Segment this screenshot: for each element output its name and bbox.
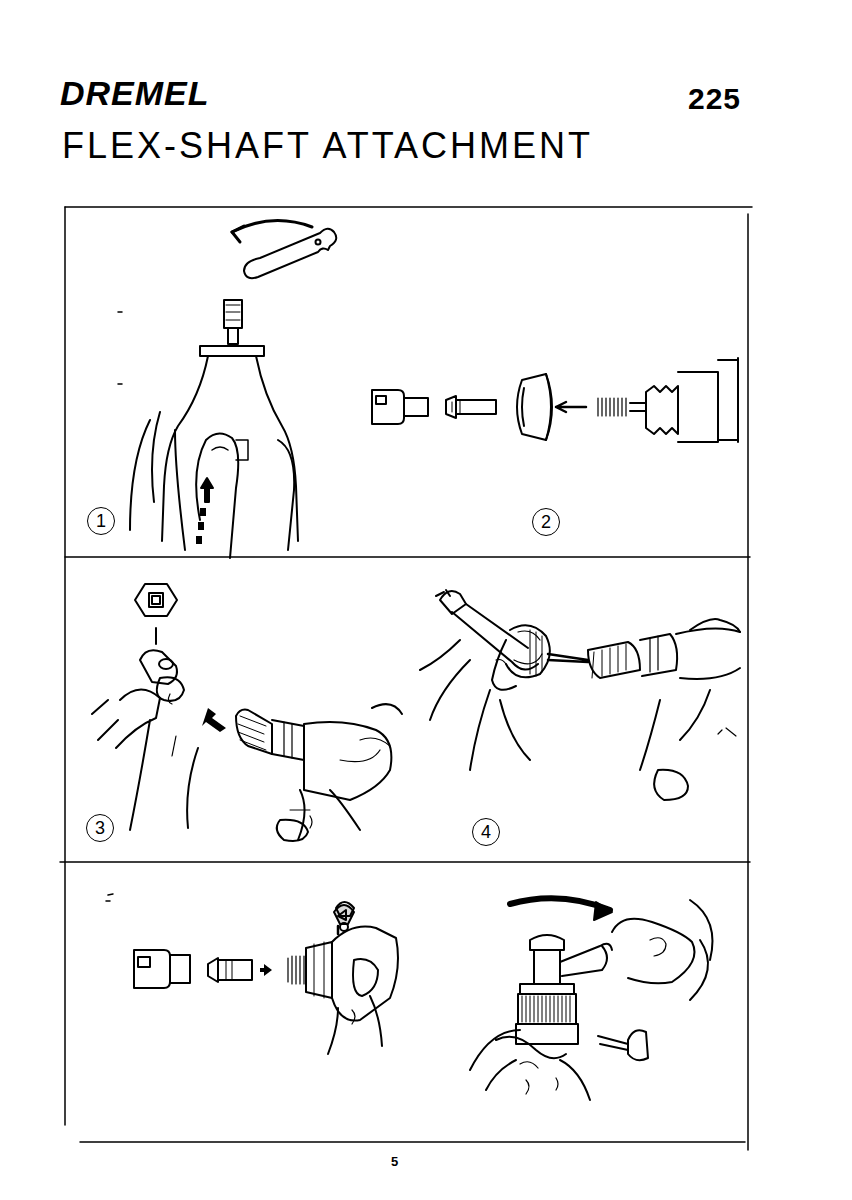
page-number: 5 <box>391 1155 398 1168</box>
connect-shaft-illustration <box>420 590 740 800</box>
callout-number: 2 <box>532 508 560 536</box>
tighten-wrench-illustration <box>470 898 713 1100</box>
tool-hand-illustration <box>118 221 336 558</box>
insert-bit-illustration <box>134 902 398 1054</box>
callout-number: 1 <box>87 507 115 535</box>
nut-shaft-illustration <box>92 584 402 841</box>
exploded-parts-illustration <box>372 358 738 442</box>
brand-logo: DREMEL <box>60 76 210 110</box>
model-number: 225 <box>688 84 741 114</box>
callout-number: 4 <box>472 818 500 846</box>
stray-marks <box>106 894 113 901</box>
panel-frame <box>60 207 752 1150</box>
callout-number: 3 <box>86 814 114 842</box>
page-title: FLEX-SHAFT ATTACHMENT <box>62 128 593 164</box>
